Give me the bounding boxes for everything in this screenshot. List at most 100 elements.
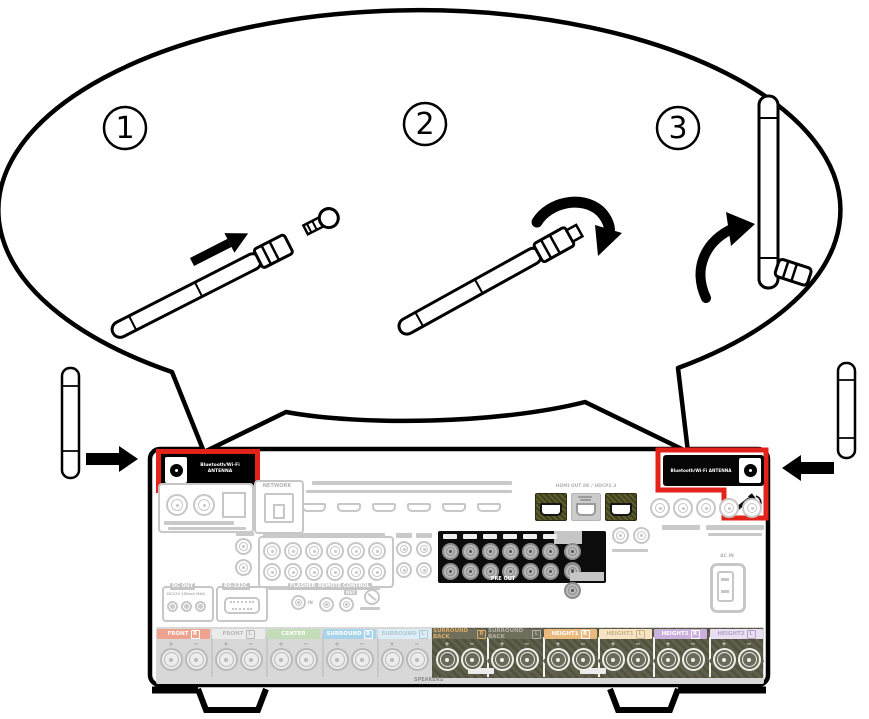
- rotate-arrow-icon: [531, 196, 622, 256]
- rca-jack-icon: [673, 498, 693, 518]
- binding-post-icon: +: [324, 640, 350, 671]
- pre-out-notch: [570, 572, 604, 581]
- binding-post-icon: −: [183, 640, 209, 671]
- step-1-badge: [102, 105, 148, 151]
- binding-post-icon: +: [489, 640, 515, 671]
- rca-jack-icon: [195, 601, 206, 612]
- rca-jack-icon: [633, 527, 650, 544]
- rca-jack-icon: [482, 563, 499, 580]
- rca-jack-icon: [235, 559, 252, 576]
- antenna-step1: [110, 233, 294, 339]
- rca-jack-icon: [368, 563, 386, 581]
- channel-badge: R: [690, 629, 700, 639]
- hdmi-input-row: [302, 497, 512, 516]
- speech-balloon: [0, 7, 843, 455]
- rca-jack-icon: [416, 562, 432, 578]
- binding-post-icon: −: [293, 640, 319, 671]
- rca-jack-icon: [263, 563, 281, 581]
- network-group: [254, 480, 304, 534]
- rca-jack-icon: [650, 498, 670, 518]
- rca-jack-icon: [742, 498, 762, 518]
- antenna-screw-icon: [301, 207, 340, 237]
- step-1-illustration: 1: [102, 105, 340, 339]
- binding-post-icon: +: [545, 640, 571, 671]
- rca-jack-icon: [522, 543, 539, 560]
- right-antenna-terminal-label: Bluetooth/Wi-Fi ANTENNA: [670, 468, 732, 473]
- speaker-name: SURROUND BACK: [488, 628, 524, 640]
- speaker-name: CENTER: [281, 631, 306, 637]
- hdmi-monitor1-port-icon: [535, 493, 567, 521]
- aux-jacks: [612, 527, 654, 546]
- flasher-in-jack: [291, 595, 306, 614]
- binding-post-icon: −: [349, 640, 375, 671]
- rca-jack-icon: [462, 543, 479, 560]
- rca-jack-icon: [319, 597, 334, 612]
- rca-jack-icon: [347, 542, 365, 560]
- left-antenna-terminal-label: Bluetooth/Wi-Fi ANTENNA: [189, 463, 251, 475]
- rca-jack-icon: [284, 563, 302, 581]
- binding-post-icon: −: [570, 640, 596, 671]
- antenna-label-line2: ANTENNA: [207, 469, 233, 474]
- remote-control-label: REMOTE CONTROL: [316, 583, 372, 590]
- rca-jack-icon: [462, 563, 479, 580]
- speaker-terminal-center: CENTER +−: [266, 627, 321, 682]
- hdmi-port-icon: [337, 503, 361, 512]
- left-foot: [195, 687, 269, 713]
- dsub-icon: [224, 597, 260, 614]
- rca-jack-icon: [166, 494, 188, 516]
- remote-out-label: OUT: [344, 590, 358, 595]
- binding-post-icon: +: [158, 640, 184, 671]
- left-antenna: [60, 366, 81, 480]
- antenna-port-icon: [222, 492, 246, 518]
- zone-output-jacks-row1: [396, 541, 436, 560]
- binding-post-icon: +: [268, 640, 294, 671]
- binding-post-icon: +: [379, 640, 405, 671]
- rca-jack-icon: [564, 543, 581, 560]
- rca-jack-icon: [522, 563, 539, 580]
- rca-jack-icon: [542, 563, 559, 580]
- binding-post-icon: +: [655, 640, 681, 671]
- rca-jack-icon: [193, 494, 215, 516]
- binding-post-icon: −: [625, 640, 651, 671]
- speaker-label: CENTER: [267, 629, 320, 639]
- step-2-illustration: 2: [397, 101, 622, 336]
- pre-out-jacks-row1: [442, 543, 562, 562]
- speakers-label: SPEAKERS: [414, 677, 444, 683]
- audio-input-jacks-row1: [263, 542, 389, 561]
- rca-jack-icon: [502, 563, 519, 580]
- rca-jack-icon: [291, 595, 306, 610]
- channel-badge: L: [635, 629, 645, 639]
- speaker-name: SURROUND: [326, 631, 362, 637]
- dc-out-sub-label: DC12V 150mA MAX: [166, 592, 206, 596]
- channel-badge: L: [418, 629, 428, 639]
- step-2-number: 2: [415, 107, 434, 142]
- video-input-jacks: [650, 498, 765, 518]
- hdmi-port-icon: [372, 503, 396, 512]
- binding-post-icon: +: [600, 640, 626, 671]
- rca-jack-icon: [719, 498, 739, 518]
- rca-jack-icon: [502, 543, 519, 560]
- rca-jack-icon: [396, 562, 412, 578]
- fm-am-antenna-jacks: [166, 494, 220, 516]
- flasher-label: FLASHER: [288, 583, 318, 590]
- gnd-screw-icon: [364, 589, 380, 605]
- right-antenna-terminal: Bluetooth/Wi-Fi ANTENNA: [663, 455, 764, 486]
- ac-in-label: AC IN: [720, 554, 734, 559]
- pre-out-group: PRE OUT: [438, 531, 606, 599]
- raise-arrow-icon: [695, 212, 755, 303]
- speaker-name: SURROUND BACK: [433, 628, 469, 640]
- rca-jack-icon: [347, 563, 365, 581]
- step-3-badge: [655, 105, 701, 151]
